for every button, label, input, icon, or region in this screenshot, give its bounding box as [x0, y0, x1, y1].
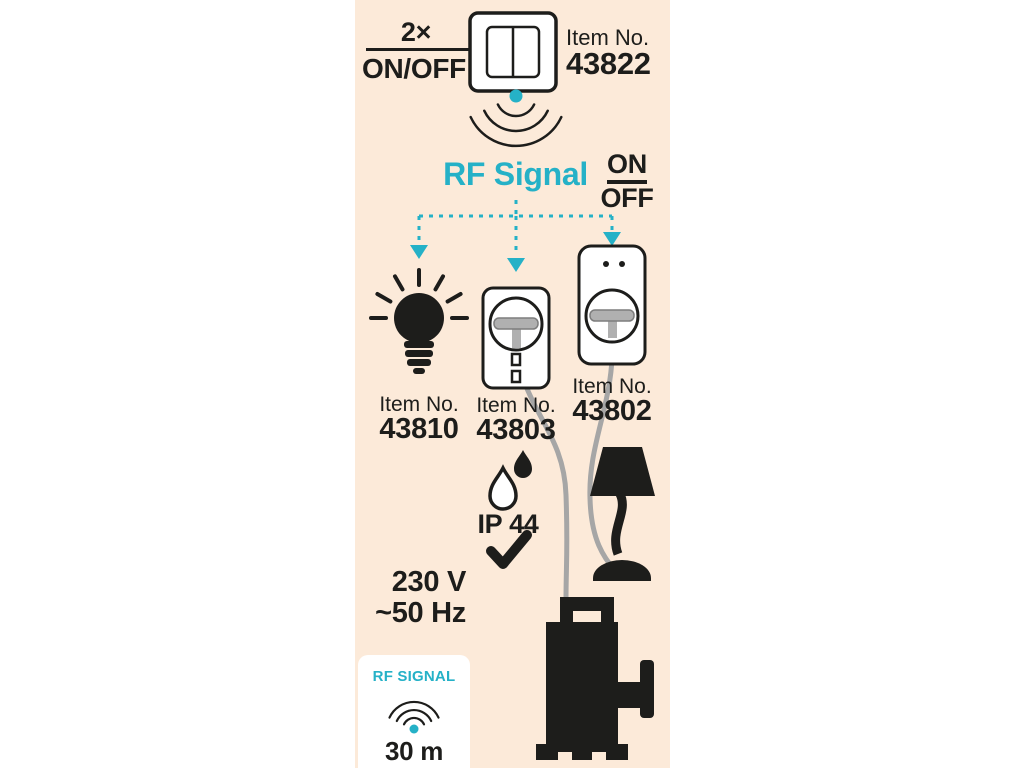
- rf-signal-title: RF Signal: [443, 156, 588, 192]
- rf-socket-icon: [577, 244, 647, 366]
- table-lamp-icon: [590, 447, 655, 581]
- on-label: ON: [607, 150, 647, 185]
- item-number-label: Item No.: [476, 394, 556, 417]
- power-cable: [587, 331, 619, 575]
- on-off-indicator: ON OFF: [597, 150, 657, 213]
- item-number-label: Item No.: [566, 25, 650, 50]
- item-number-value: 43802: [572, 395, 652, 427]
- item-number-value: 43803: [476, 414, 556, 446]
- off-label: OFF: [600, 183, 654, 214]
- checkmark-icon: [486, 530, 532, 569]
- rf-range-waves-icon: [388, 700, 440, 734]
- rf-socket-ip44-icon: [481, 286, 551, 390]
- remote-control-icon: [468, 11, 558, 93]
- ip44-label: IP 44: [477, 509, 539, 539]
- remote-onoff-label: ON/OFF: [362, 53, 466, 84]
- range-box: RF SIGNAL 30 m: [358, 655, 470, 768]
- light-bulb-icon: [369, 268, 469, 374]
- power-cable: [513, 341, 570, 603]
- remote-count-label: 2×: [400, 17, 432, 47]
- range-value: 30 m: [384, 736, 444, 766]
- rf-waves-icon: [469, 89, 563, 148]
- item-number-value: 43810: [379, 413, 459, 445]
- voltage-label: 230 V: [391, 566, 467, 598]
- signal-routing-lines: [417, 200, 614, 256]
- power-cables: [513, 331, 619, 603]
- arrow-down-icon: [603, 232, 621, 246]
- pump-icon: [536, 597, 654, 760]
- arrow-down-icons: [410, 232, 621, 272]
- divider-line: [366, 48, 470, 51]
- item-number-label: Item No.: [379, 393, 459, 416]
- frequency-label: ~50 Hz: [375, 597, 466, 629]
- arrow-down-icon: [507, 258, 525, 272]
- item-number-value: 43822: [566, 46, 651, 81]
- range-box-title: RF SIGNAL: [372, 668, 456, 685]
- item-number-label: Item No.: [572, 375, 652, 398]
- water-drops-icon: [488, 450, 532, 511]
- arrow-down-icon: [410, 245, 428, 259]
